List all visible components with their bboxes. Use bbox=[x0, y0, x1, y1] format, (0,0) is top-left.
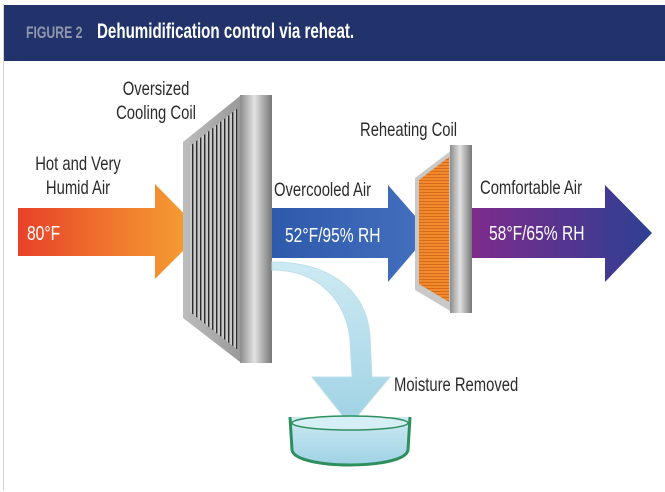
cooling-coil bbox=[183, 95, 272, 363]
overcooled-label: Overcooled Air bbox=[274, 179, 371, 200]
figure-number: FIGURE 2 bbox=[26, 23, 83, 42]
moisture-label: Moisture Removed bbox=[394, 374, 518, 395]
figure-title: Dehumidification control via reheat. bbox=[97, 20, 355, 43]
reheating-coil-label: Reheating Coil bbox=[360, 119, 457, 140]
reheating-coil bbox=[415, 145, 472, 313]
hot-air-arrow bbox=[18, 184, 202, 279]
comfortable-label: Comfortable Air bbox=[480, 177, 582, 198]
inlet-temp: 80°F bbox=[27, 222, 60, 244]
moisture-arrow bbox=[271, 261, 392, 426]
water-bowl bbox=[288, 415, 412, 467]
figure-frame bbox=[3, 4, 665, 490]
overcooled-value: 52°F/95% RH bbox=[285, 224, 380, 246]
cooling-coil-line1: Oversized bbox=[123, 78, 190, 99]
inlet-label-line2: Humid Air bbox=[46, 177, 110, 198]
comfortable-value: 58°F/65% RH bbox=[489, 222, 584, 244]
comfortable-air-arrow bbox=[472, 185, 652, 282]
inlet-label-line1: Hot and Very bbox=[35, 153, 121, 174]
figure-header: FIGURE 2 Dehumidification control via re… bbox=[4, 5, 665, 61]
overcooled-air-arrow bbox=[272, 185, 430, 282]
cooling-coil-line2: Cooling Coil bbox=[116, 102, 196, 123]
